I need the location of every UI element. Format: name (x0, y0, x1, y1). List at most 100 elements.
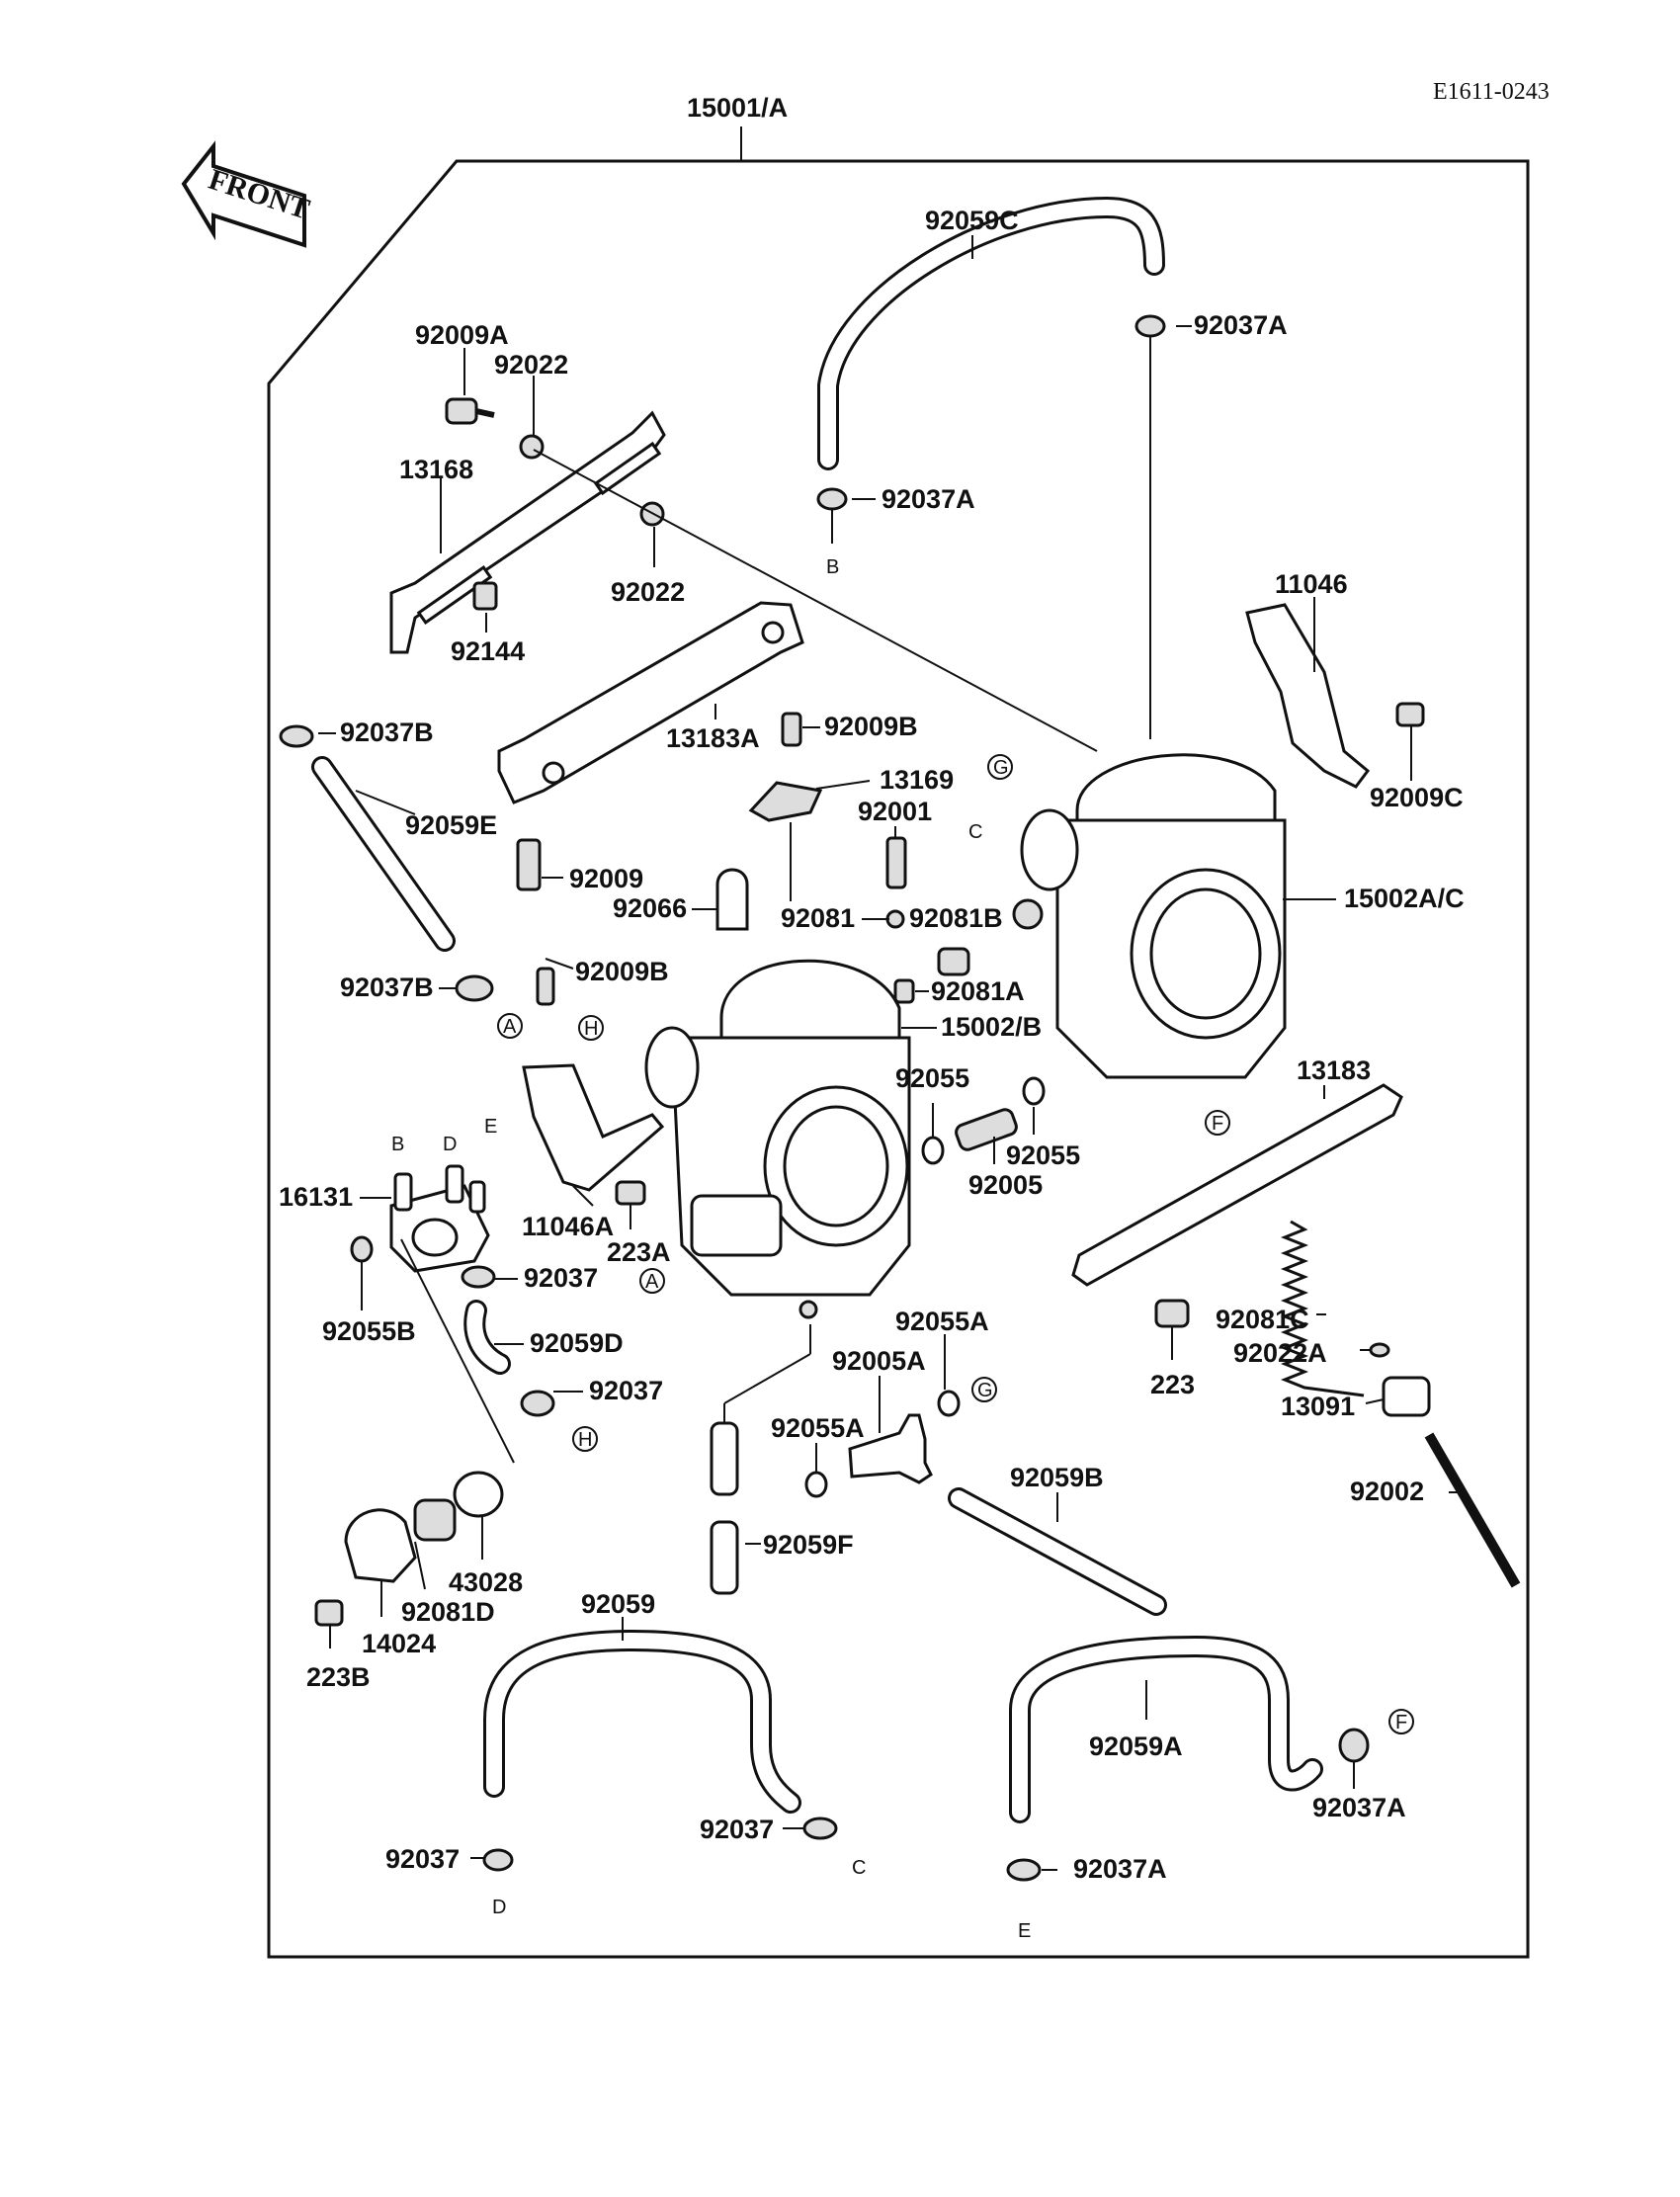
label-92081D: 92081D (401, 1597, 495, 1627)
label-92009A: 92009A (415, 320, 509, 350)
label-92002: 92002 (1350, 1477, 1424, 1506)
label-15002B: 15002/B (941, 1012, 1042, 1042)
label-92055-a: 92055 (895, 1063, 969, 1093)
marker-B-top: B (826, 556, 839, 578)
marker-C-top: C (968, 821, 982, 843)
label-13169: 13169 (880, 765, 954, 795)
marker-E-bottom: E (1018, 1920, 1031, 1942)
clamp-92037A-c-drawing (1338, 1728, 1370, 1763)
label-16131: 16131 (279, 1182, 353, 1212)
ring-92055-a-drawing (921, 1136, 945, 1165)
label-92059B: 92059B (1010, 1463, 1104, 1492)
label-92144: 92144 (451, 636, 525, 666)
pipe-92059F-a-drawing (710, 1421, 739, 1496)
label-92081A: 92081A (931, 976, 1025, 1006)
label-15002AC: 15002A/C (1344, 884, 1465, 913)
marker-F-right: F (1395, 1712, 1407, 1733)
screw-92009C-drawing (1395, 702, 1425, 727)
clamp-92037A-top-drawing (1134, 314, 1166, 338)
hose-92059C-drawing (817, 196, 1165, 470)
clamp-92037B-a-drawing (279, 724, 314, 748)
label-92005A: 92005A (832, 1346, 926, 1376)
link-13183-drawing (1071, 1083, 1403, 1287)
screw-223A-drawing (615, 1180, 646, 1206)
clamp-92037-a-drawing (461, 1265, 496, 1289)
ring-92055A-b-drawing (804, 1471, 828, 1498)
screw-92009-drawing (516, 838, 542, 891)
cap-92066-drawing (715, 868, 749, 931)
assembly-frame (267, 159, 1530, 1959)
washer-92022A-drawing (1369, 1342, 1390, 1358)
label-14024: 14024 (362, 1629, 436, 1658)
screw-92009B-b-drawing (536, 967, 555, 1006)
plug-92081A-drawing (893, 978, 915, 1004)
reference-markers: B G C A H F B D E A G H F C D E (391, 556, 1414, 1942)
screw-92001-drawing (885, 836, 907, 889)
assembly-label: 15001/A (687, 93, 788, 123)
spring-92081A-drawing (937, 947, 970, 976)
clamp-92037-b-drawing (520, 1390, 555, 1417)
carburetor-15002B-drawing (644, 959, 911, 1319)
label-223: 223 (1150, 1370, 1195, 1399)
spring-92081B-drawing (885, 909, 905, 929)
label-92059D: 92059D (530, 1328, 624, 1358)
label-92009B-a: 92009B (824, 712, 918, 741)
label-92009B-b: 92009B (575, 957, 669, 986)
label-92001: 92001 (858, 797, 932, 826)
label-92037-a: 92037 (524, 1263, 598, 1293)
label-11046: 11046 (1275, 569, 1348, 599)
label-92037A-b: 92037A (882, 484, 975, 514)
knob-13091-drawing (1382, 1376, 1431, 1417)
label-92037A-top: 92037A (1194, 310, 1288, 340)
clamp-92037A-d-drawing (1006, 1858, 1042, 1882)
bracket-13168-drawing (389, 410, 666, 654)
label-92059E: 92059E (405, 810, 497, 840)
label-92059C: 92059C (925, 206, 1019, 235)
marker-A-left: A (503, 1016, 517, 1038)
label-92081: 92081 (781, 903, 855, 933)
screw-92002-drawing (1424, 1432, 1521, 1588)
label-92037A-c: 92037A (1312, 1793, 1406, 1822)
label-223A: 223A (607, 1237, 671, 1267)
pipe-92059F-b-drawing (710, 1520, 739, 1595)
label-92037-c: 92037 (700, 1815, 774, 1844)
marker-B-fitting: B (391, 1134, 404, 1155)
label-92005: 92005 (968, 1170, 1043, 1200)
spring-92081D-drawing (413, 1498, 457, 1542)
bracket-11046-drawing (1245, 603, 1371, 789)
marker-G-low: G (977, 1380, 993, 1401)
ring-92055-b-drawing (1022, 1076, 1046, 1106)
screw-92009B-a-drawing (781, 712, 802, 747)
screw-223B-drawing (314, 1599, 344, 1627)
spring-92144-drawing (472, 581, 498, 611)
diaphragm-43028-drawing (453, 1471, 504, 1518)
washer-92022-a-drawing (519, 434, 545, 460)
label-13091: 13091 (1281, 1392, 1355, 1421)
label-92055A-b: 92055A (771, 1413, 865, 1443)
part-labels: 92059C 92037A 92009A 92022 13168 92037A … (279, 206, 1465, 1884)
label-92059A: 92059A (1089, 1732, 1183, 1761)
label-43028: 43028 (449, 1567, 523, 1597)
marker-C-bottom: C (852, 1857, 866, 1879)
fitting-16131-drawing (389, 1164, 490, 1273)
screw-92009A-drawing (445, 397, 478, 425)
marker-H-left: H (584, 1018, 598, 1040)
marker-E-fitting: E (484, 1116, 497, 1138)
marker-G-top: G (993, 757, 1009, 779)
label-92081C: 92081C (1216, 1305, 1309, 1334)
clamp-92037A-b-drawing (816, 487, 848, 511)
marker-D-bottom: D (492, 1897, 506, 1918)
label-13183: 13183 (1297, 1056, 1371, 1085)
label-92055-b: 92055 (1006, 1141, 1080, 1170)
label-92081B: 92081B (909, 903, 1003, 933)
label-92022-b: 92022 (611, 577, 685, 607)
ring-92055A-a-drawing (937, 1390, 961, 1417)
label-92022A: 92022A (1233, 1338, 1327, 1368)
spring-92081C-drawing (1280, 1220, 1365, 1397)
label-92037B-b: 92037B (340, 972, 434, 1002)
pipe-92005-drawing (955, 1108, 1018, 1151)
cover-14024-drawing (344, 1508, 417, 1583)
label-13183A: 13183A (666, 723, 760, 753)
label-92066: 92066 (613, 893, 687, 923)
